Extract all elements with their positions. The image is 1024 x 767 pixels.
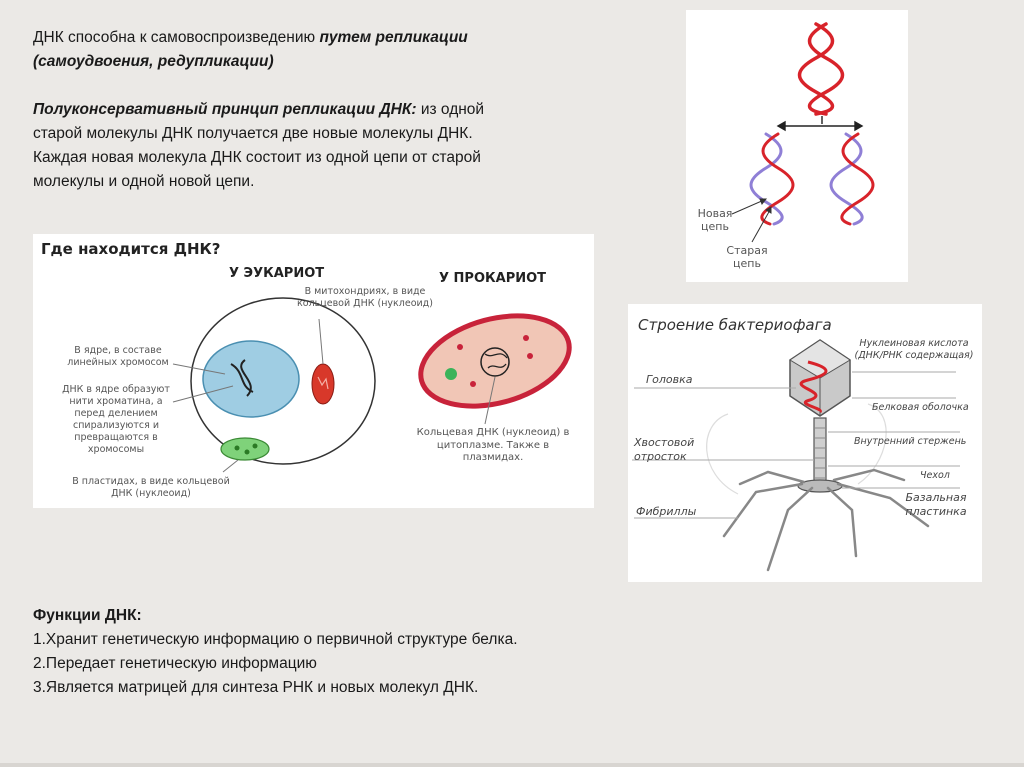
mitochondria-label: В митохондриях, в виде кольцевой ДНК (ну… (297, 286, 433, 309)
phage-fibrils-label: Фибриллы (636, 505, 697, 518)
slide-bottom-edge (0, 763, 1024, 767)
functions-heading: Функции ДНК: (33, 607, 142, 624)
replication-diagram (731, 22, 875, 243)
phage-inner-core-label: Внутренний стержень (854, 436, 967, 447)
phage-nucleic-acid-label: Нуклеиновая кислота (ДНК/РНК содержащая) (854, 338, 974, 361)
chromatin-label: ДНК в ядре образуют нити хроматина, а пе… (62, 384, 170, 455)
intro-plain: ДНК способна к самовоспроизведению (33, 29, 316, 46)
intro-emphasis: путем репликации (самоудвоения, редуплик… (33, 29, 468, 70)
plastid-label: В пластидах, в виде кольцевой ДНК (нукле… (72, 476, 230, 499)
semiconservative-text: из одной старой молекулы ДНК получается … (33, 101, 485, 190)
prokaryote-title: У ПРОКАРИОТ (439, 271, 547, 286)
bacteriophage-diagram (632, 339, 960, 572)
list-item: 3.Является матрицей для синтеза РНК и но… (33, 679, 479, 696)
bacteriophage-title: Строение бактериофага (638, 316, 832, 334)
semiconservative-paragraph: Полуконсервативный принцип репликации ДН… (33, 98, 513, 194)
functions-list: 1.Хранит генетическую информацию о перви… (33, 628, 518, 700)
old-strand-label: Старая цепь (726, 244, 768, 270)
dna-functions: Функции ДНК: 1.Хранит генетическую инфор… (33, 604, 518, 700)
intro-text: ДНК способна к самовоспроизведению путем… (33, 26, 513, 194)
nucleus-label: В ядре, в составе линейных хромосом (67, 345, 169, 368)
cells-diagram (172, 297, 572, 473)
phage-base-plate-label: Базальная пластинка (905, 491, 967, 518)
new-strand-label: Новая цепь (697, 207, 733, 233)
ring-dna-label: Кольцевая ДНК (нуклеоид) в цитоплазме. Т… (416, 427, 570, 463)
bacteriophage-figure: Строение бактериофага (628, 304, 982, 582)
dna-location-figure: Где находится ДНК? У ЭУКАРИОТ У ПРОКАРИО… (33, 234, 594, 508)
phage-head-label: Головка (646, 373, 693, 386)
intro-line-1: ДНК способна к самовоспроизведению путем… (33, 26, 513, 74)
phage-sheath-label: Чехол (920, 470, 950, 481)
list-item: 2.Передает генетическую информацию (33, 655, 317, 672)
replication-figure: Новая цепь Старая цепь (686, 10, 908, 282)
eukaryote-title: У ЭУКАРИОТ (229, 266, 325, 281)
phage-protein-coat-label: Белковая оболочка (872, 402, 969, 413)
phage-tail-label: Хвостовой отросток (634, 436, 695, 463)
dna-location-title: Где находится ДНК? (41, 240, 221, 258)
semiconservative-term: Полуконсервативный принцип репликации ДН… (33, 101, 417, 118)
list-item: 1.Хранит генетическую информацию о перви… (33, 631, 518, 648)
